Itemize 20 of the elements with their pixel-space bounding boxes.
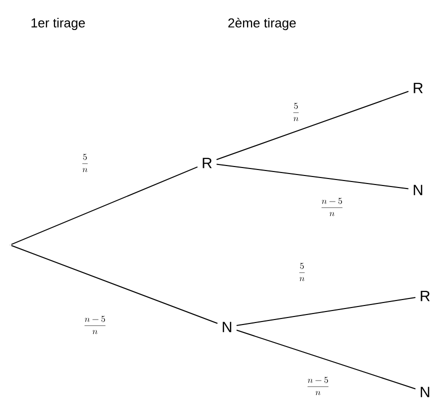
probability-label: $\frac{5}{n}$ xyxy=(299,262,305,282)
probability-label: $\frac{n-5}{n}$ xyxy=(322,198,342,216)
branch-line xyxy=(10,166,198,245)
branch-line xyxy=(236,296,416,326)
probability-label: $\frac{n-5}{n}$ xyxy=(84,316,106,334)
branch-line xyxy=(10,245,218,324)
column-heading: 2ème tirage xyxy=(228,18,296,30)
outcome-letter: N xyxy=(420,386,430,398)
outcome-letter: R xyxy=(420,290,430,302)
outcome-letter: N xyxy=(222,322,232,332)
probability-label: $\frac{5}{n}$ xyxy=(293,102,299,122)
probability-label: $\frac{5}{n}$ xyxy=(82,154,88,172)
outcome-letter: R xyxy=(414,82,423,94)
branch-line xyxy=(216,90,409,160)
branch-line xyxy=(236,330,416,390)
outcome-letter: N xyxy=(414,184,422,196)
column-heading: 1er tirage xyxy=(32,18,85,30)
outcome-letter: R xyxy=(202,158,212,168)
branch-line xyxy=(216,164,409,190)
probability-label: $\frac{n-5}{n}$ xyxy=(308,376,328,396)
